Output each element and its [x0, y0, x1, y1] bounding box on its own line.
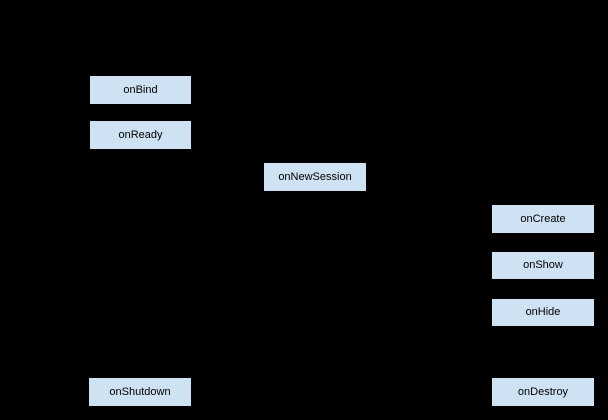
- node-onshow: onShow: [491, 251, 595, 280]
- node-onready: onReady: [89, 120, 192, 150]
- node-oncreate: onCreate: [491, 204, 595, 234]
- node-onhide: onHide: [491, 298, 595, 327]
- node-onnewsession: onNewSession: [263, 162, 367, 192]
- node-onbind: onBind: [89, 75, 192, 105]
- node-ondestroy: onDestroy: [491, 377, 595, 407]
- node-onshutdown: onShutdown: [88, 377, 192, 407]
